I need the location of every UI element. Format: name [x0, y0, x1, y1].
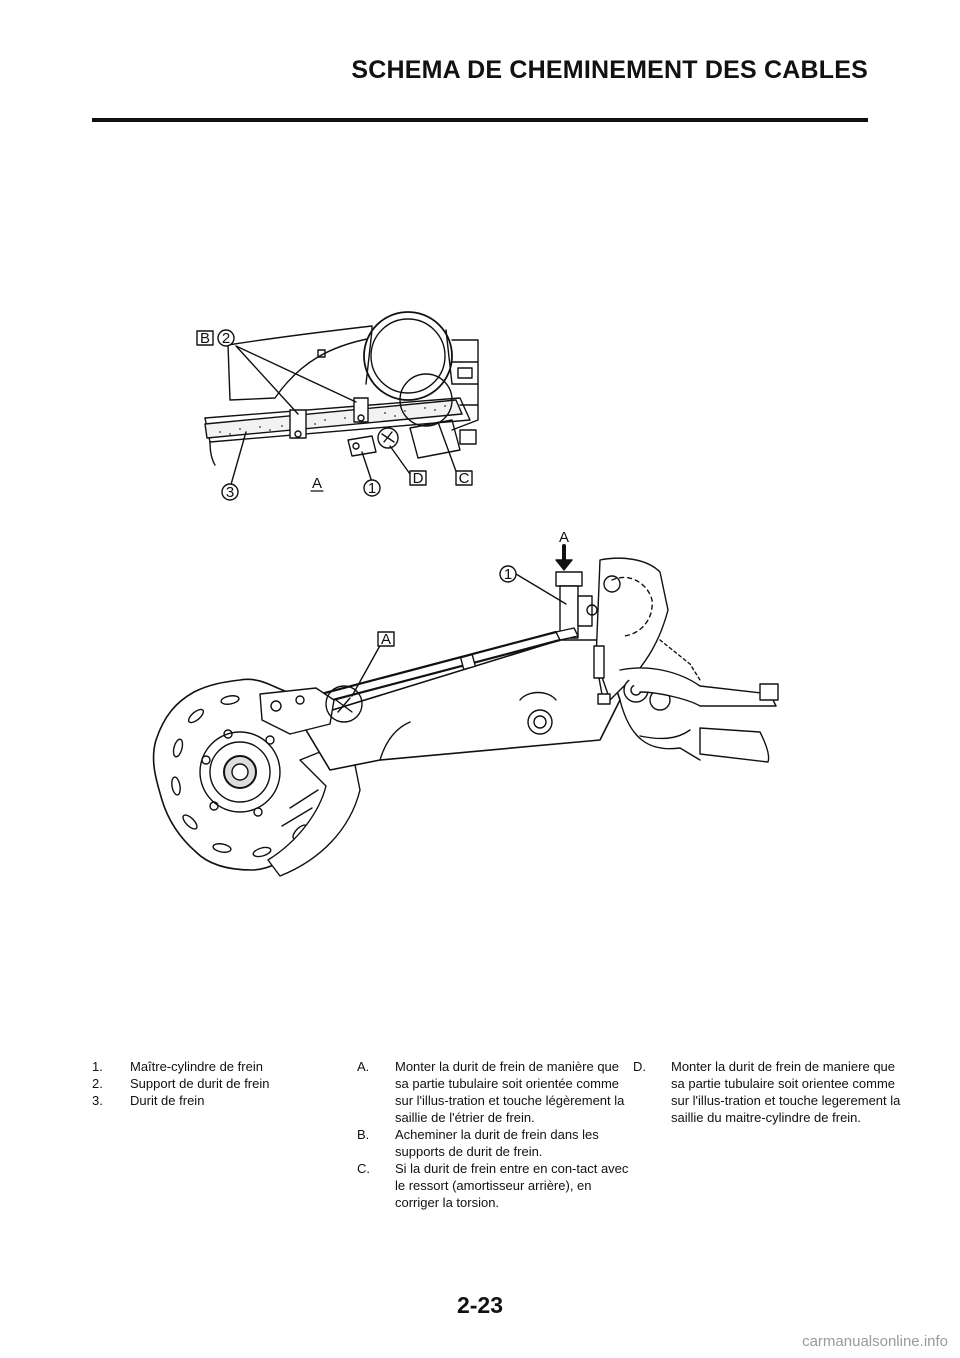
- bottom-main-figure: A 1 A: [152, 529, 779, 877]
- callout-A-underlined: A: [312, 475, 322, 492]
- list-item: 1.Maître-cylindre de frein: [92, 1059, 263, 1074]
- arrow-label-A: A: [559, 529, 569, 546]
- callout-3: 3: [226, 484, 234, 501]
- callout-1: 1: [368, 480, 376, 497]
- list-item: B.Acheminer la durit de frein dans les s…: [357, 1127, 599, 1159]
- callout-C: C: [459, 470, 470, 487]
- watermark: carmanualsonline.info: [802, 1333, 948, 1350]
- legend-notes-list: A.Monter la durit de frein de manière qu…: [357, 1058, 631, 1211]
- callout-A-box: A: [381, 631, 391, 648]
- legend-notes-list-2: D.Monter la durit de frein de maniere qu…: [633, 1058, 907, 1126]
- legend-parts-list: 1.Maître-cylindre de frein 2.Support de …: [92, 1058, 366, 1109]
- header-rule: [92, 118, 868, 122]
- page-title: SCHEMA DE CHEMINEMENT DES CABLES: [351, 56, 868, 84]
- top-detail-figure: B 2 3 A 1 D C: [196, 311, 479, 501]
- callout-1-bottom: 1: [504, 566, 512, 583]
- list-item: 3.Durit de frein: [92, 1093, 205, 1108]
- callout-D: D: [413, 470, 424, 487]
- callout-B: B: [200, 330, 210, 347]
- list-item: D.Monter la durit de frein de maniere qu…: [633, 1059, 901, 1125]
- page-number: 2-23: [456, 1292, 504, 1318]
- list-item: A.Monter la durit de frein de manière qu…: [357, 1059, 625, 1125]
- list-item: C.Si la durit de frein entre en con-tact…: [357, 1161, 629, 1210]
- brake-hose-routing-illustration: B 2 3 A 1 D C: [152, 311, 779, 877]
- callout-2: 2: [222, 330, 230, 347]
- list-item: 2.Support de durit de frein: [92, 1076, 270, 1091]
